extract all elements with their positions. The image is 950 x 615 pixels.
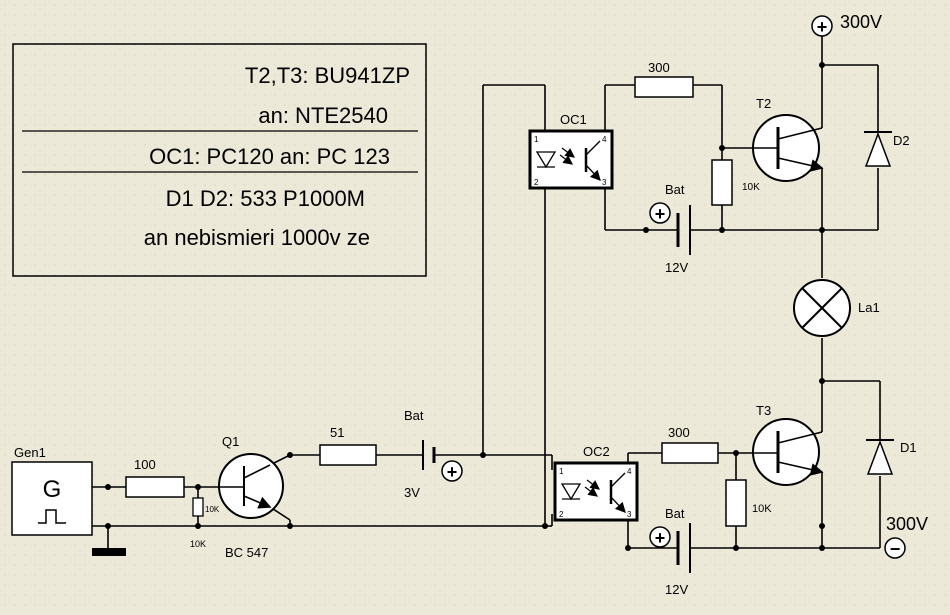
note-line-2: an: NTE2540 [258,103,388,128]
t3-label: T3 [756,403,771,418]
oc2-pin2: 2 [559,510,564,519]
battery-12v-top-label: Bat [665,182,685,197]
oc2-pin3: 3 [627,510,632,519]
resistor-10k-small-label: 10K [190,539,206,549]
resistor-10k-bottom [725,479,747,527]
oc1-label: OC1 [560,112,587,127]
transistor-t3 [750,418,824,486]
minus-terminal-sign: − [890,539,901,559]
battery-12v-top: + [649,202,691,255]
pulse-wave-icon [38,509,66,524]
minus-terminal-icon [884,537,906,559]
plus-terminal-icon [811,15,833,37]
battery-12v-top-value: 12V [665,260,688,275]
optocoupler-oc1: 1 2 3 4 [528,129,614,190]
battery-12v-bottom-label: Bat [665,506,685,521]
junction-dots [105,62,825,551]
generator-gen1: G Gen1 [11,445,93,536]
battery-12v-bottom: + [649,523,691,573]
voltage-top: 300V [840,12,882,32]
note-line-4: D1 D2: 533 P1000M [166,186,365,211]
resistor-10k-small-body: 10K [205,505,220,514]
battery-12v-top-plus-icon: + [655,204,666,224]
oc1-pin1: 1 [534,135,539,144]
battery-3v: + [422,440,463,482]
battery-12v-bottom-plus-icon: + [655,528,666,548]
resistor-51 [319,444,377,466]
plus-terminal-sign: + [817,17,828,37]
t2-label: T2 [756,96,771,111]
resistor-10k-bottom-label: 10K [752,503,772,515]
battery-3v-plus-icon: + [447,462,458,482]
resistor-300-bottom [661,442,719,464]
battery-3v-label: Bat [404,408,424,423]
la1-label: La1 [858,300,880,315]
diode-d2 [864,131,892,167]
q1-label: Q1 [222,434,239,449]
resistor-100-label: 100 [134,457,156,472]
battery-3v-value: 3V [404,485,420,500]
oc2-pin4: 4 [627,467,632,476]
wires [92,36,881,549]
note-line-3: OC1: PC120 an: PC 123 [149,144,390,169]
resistor-300-bottom-label: 300 [668,425,690,440]
oc2-label: OC2 [583,444,610,459]
resistor-100 [125,476,185,498]
resistor-300-top [634,76,694,98]
resistor-10k-top [711,159,733,206]
diode-d1 [866,439,894,475]
resistor-300-top-label: 300 [648,60,670,75]
oc1-pin2: 2 [534,178,539,187]
ground-icon [92,548,126,556]
notes-box: T2,T3: BU941ZP an: NTE2540 OC1: PC120 an… [12,43,427,277]
note-line-5: an nebismieri 1000v ze [144,225,370,250]
gen1-label: Gen1 [14,445,46,460]
d2-label: D2 [893,133,910,148]
oc1-pin3: 3 [602,178,607,187]
note-line-1: T2,T3: BU941ZP [245,63,410,88]
resistor-51-label: 51 [330,425,344,440]
oc1-pin4: 4 [602,135,607,144]
gen1-letter: G [43,476,62,503]
battery-12v-bottom-value: 12V [665,582,688,597]
voltage-bottom: 300V [886,514,928,534]
optocoupler-oc2: 1 2 3 4 [553,461,639,522]
transistor-q1 [218,453,284,519]
lamp-la1 [793,279,851,337]
resistor-10k-small [192,497,204,517]
d1-label: D1 [900,440,917,455]
resistor-10k-top-label: 10K [742,182,760,193]
q1-part: BC 547 [225,545,268,560]
oc2-pin1: 1 [559,467,564,476]
transistor-t2 [750,114,824,182]
